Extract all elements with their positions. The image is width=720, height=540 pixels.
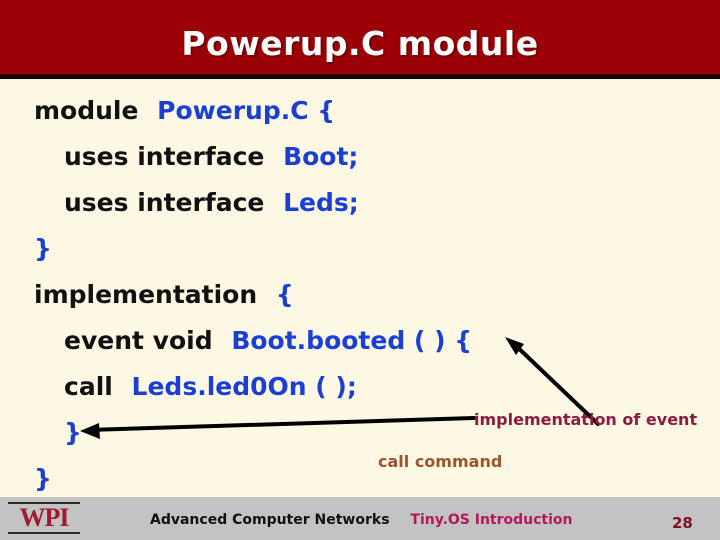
code-line: uses interface Boot;	[34, 134, 694, 180]
annotation-call-command: call command	[378, 452, 503, 471]
footer-text: Advanced Computer Networks Tiny.OS Intro…	[150, 512, 573, 528]
code-identifier: Boot.booted ( ) {	[231, 326, 472, 355]
code-keyword: event void	[64, 326, 213, 355]
code-block: module Powerup.C { uses interface Boot; …	[34, 88, 694, 502]
code-identifier: }	[34, 234, 52, 263]
code-keyword: implementation	[34, 280, 258, 309]
code-identifier: Powerup.C {	[157, 96, 336, 125]
page-number: 28	[672, 514, 693, 532]
code-line: }	[34, 410, 694, 456]
logo-rule-bottom	[8, 532, 80, 534]
code-line: implementation {	[34, 272, 694, 318]
page-title: Powerup.C module	[181, 24, 539, 63]
code-line: uses interface Leds;	[34, 180, 694, 226]
code-keyword: uses interface	[64, 142, 265, 171]
annotation-implementation-of-event: implementation of event	[474, 410, 698, 429]
code-line: }	[34, 456, 694, 502]
code-identifier: }	[64, 418, 82, 447]
footer-course-name: Advanced Computer Networks	[150, 512, 390, 528]
wpi-logo: WPI	[8, 502, 80, 534]
code-identifier: Leds;	[283, 188, 359, 217]
code-keyword: module	[34, 96, 139, 125]
footer-topic-name: Tiny.OS Introduction	[410, 512, 573, 528]
logo-text: WPI	[19, 503, 70, 532]
logo-rule-top	[8, 502, 80, 504]
code-keyword: uses interface	[64, 188, 265, 217]
code-line: }	[34, 226, 694, 272]
code-keyword: call	[64, 372, 113, 401]
footer-bar	[0, 497, 720, 540]
code-line: call Leds.led0On ( );	[34, 364, 694, 410]
title-band	[0, 0, 720, 74]
code-identifier: Leds.led0On ( );	[131, 372, 357, 401]
code-identifier: Boot;	[283, 142, 359, 171]
title-band-rule	[0, 74, 720, 79]
code-line: module Powerup.C {	[34, 88, 694, 134]
code-identifier: }	[34, 464, 52, 493]
code-identifier: {	[275, 280, 294, 309]
code-line: event void Boot.booted ( ) {	[34, 318, 694, 364]
